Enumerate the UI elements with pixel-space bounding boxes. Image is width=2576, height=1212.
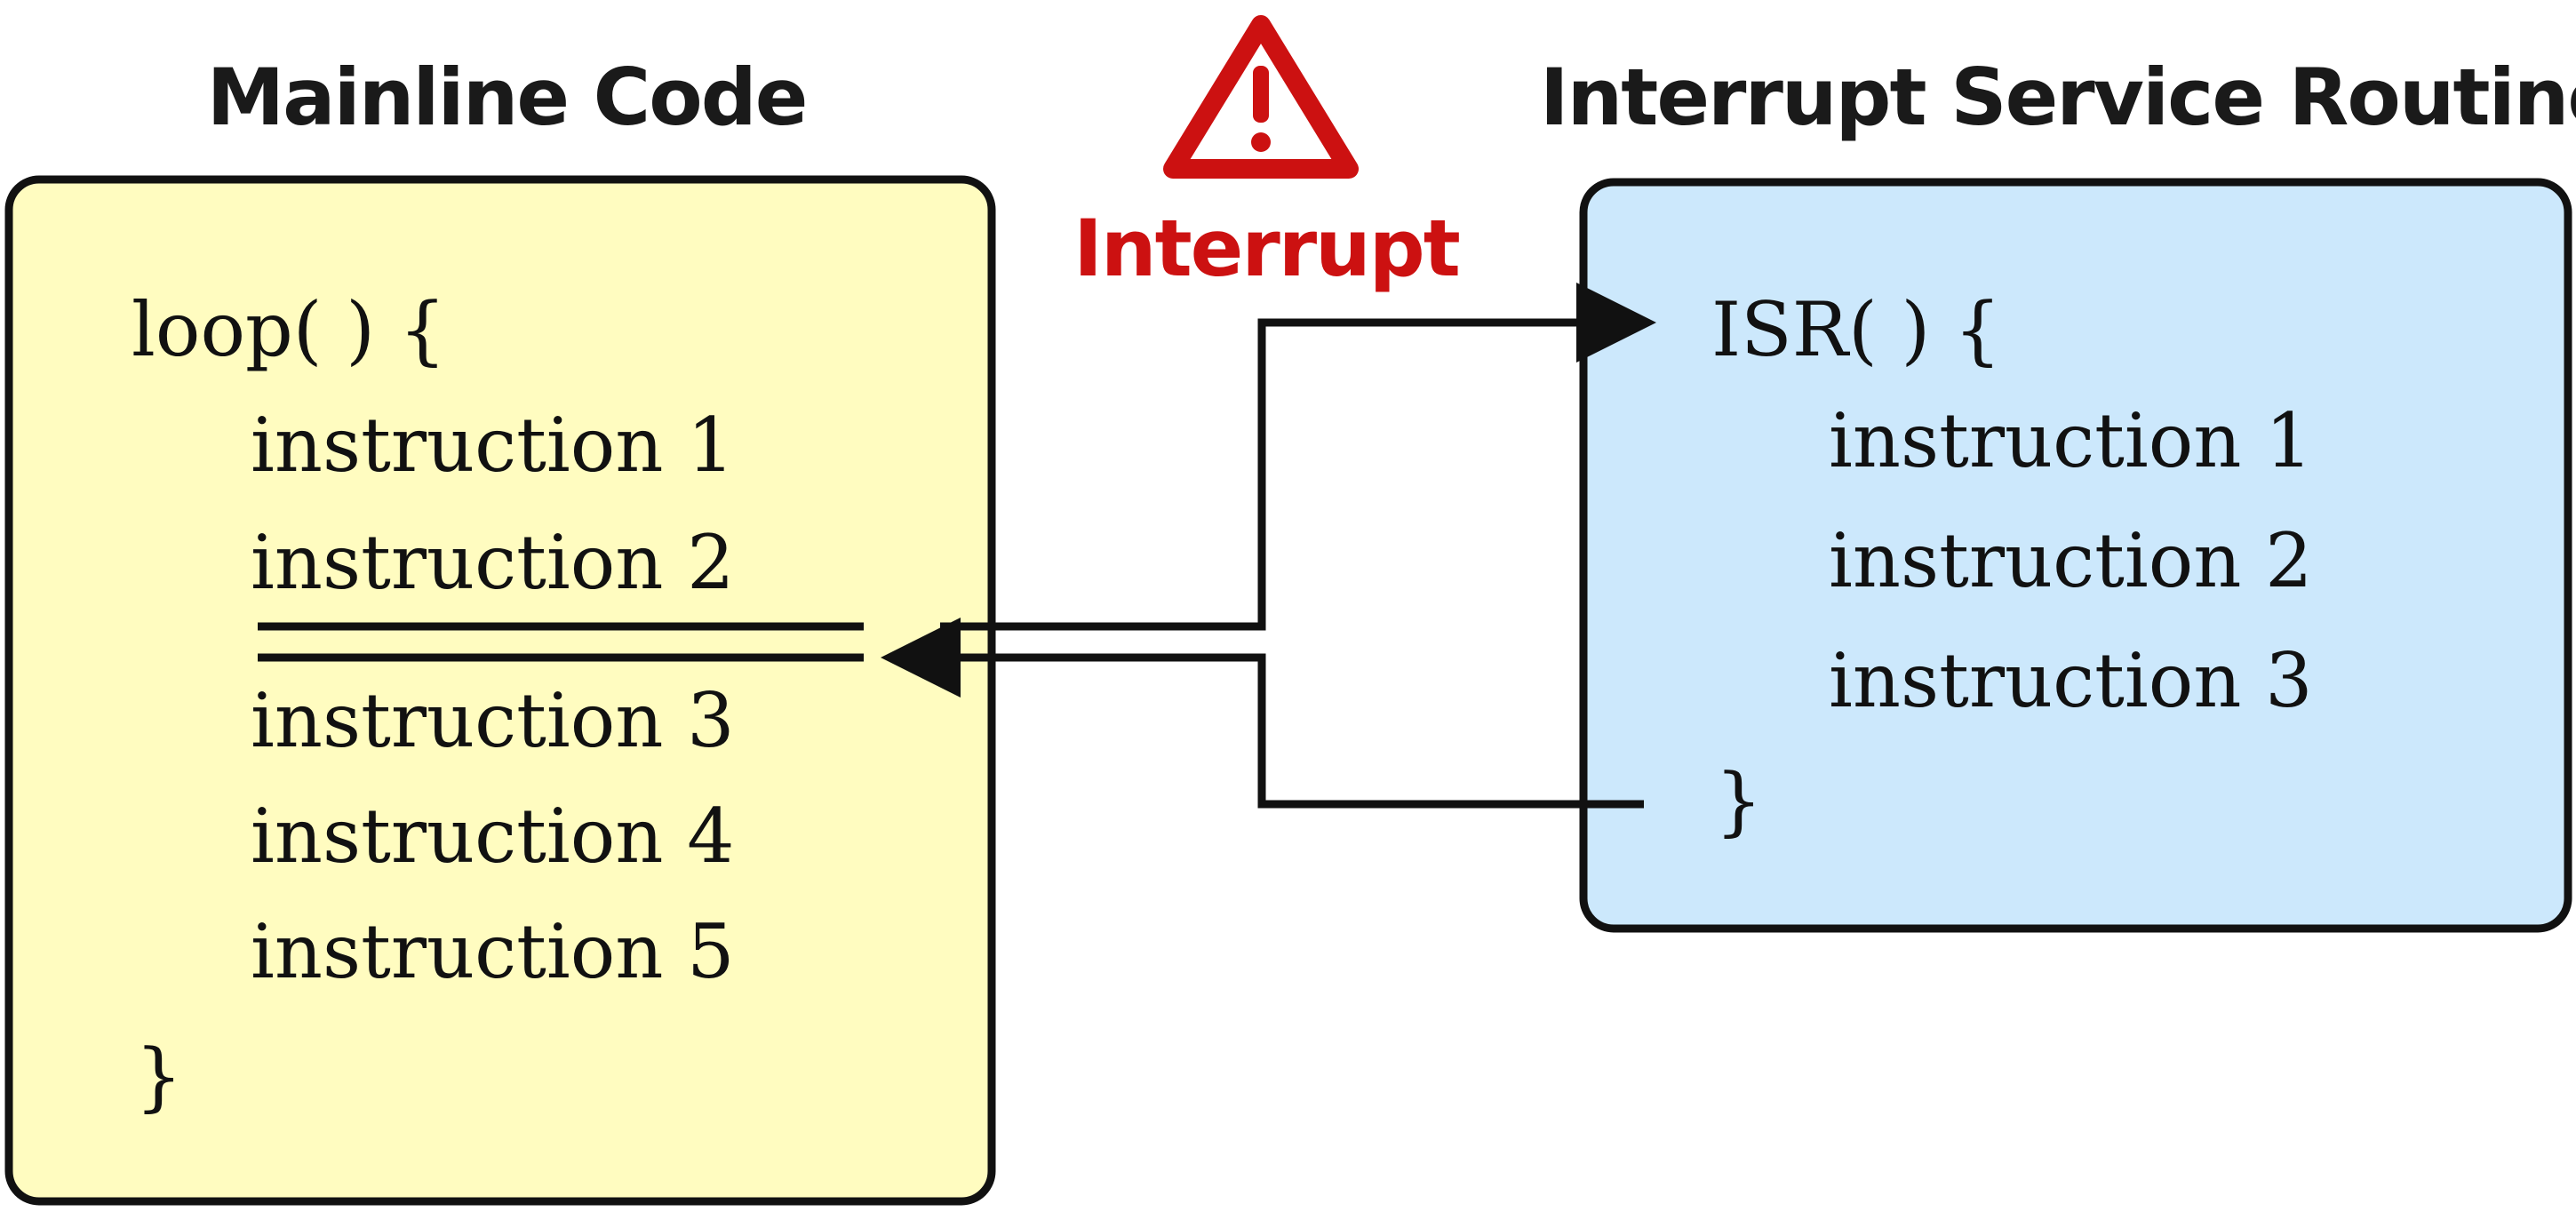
mainline-header: loop( ) { xyxy=(132,286,446,373)
interrupt-label: Interrupt xyxy=(1073,203,1460,294)
mainline-title: Mainline Code xyxy=(207,52,807,143)
arrow-return-to-mainline xyxy=(881,618,1644,809)
mainline-instruction-5: instruction 5 xyxy=(251,908,735,995)
mainline-instruction-4: instruction 4 xyxy=(251,793,735,880)
mainline-instruction-3: instruction 3 xyxy=(251,677,735,764)
isr-instruction-1: instruction 1 xyxy=(1829,397,2313,484)
mainline-instruction-1: instruction 1 xyxy=(251,402,735,489)
warning-triangle-icon xyxy=(1163,15,1359,179)
isr-instruction-3: instruction 3 xyxy=(1829,637,2313,724)
mainline-instruction-2: instruction 2 xyxy=(251,519,735,606)
mainline-box xyxy=(4,175,996,1206)
mainline-closing-brace: } xyxy=(135,1033,182,1120)
isr-closing-brace: } xyxy=(1715,757,1762,844)
arrow-to-isr xyxy=(940,283,1656,631)
isr-header: ISR( ) { xyxy=(1711,286,2001,373)
isr-title: Interrupt Service Routine xyxy=(1540,52,2576,143)
isr-instruction-2: instruction 2 xyxy=(1829,517,2313,604)
isr-box xyxy=(1579,178,2572,933)
